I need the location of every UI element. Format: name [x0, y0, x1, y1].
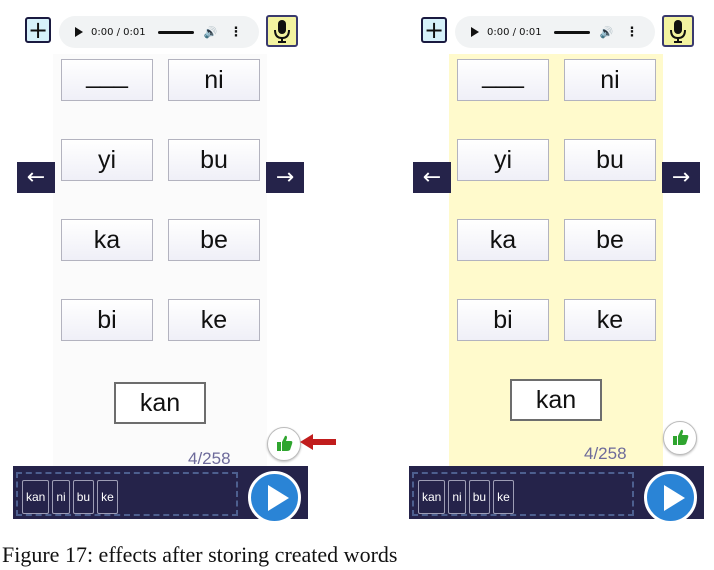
stored-syllable-chip[interactable]: ni — [52, 480, 70, 514]
stored-words-bar: kan ni bu ke — [409, 466, 704, 524]
add-button[interactable]: + — [421, 17, 447, 43]
prev-button[interactable]: ← — [17, 162, 55, 193]
stored-syllable-list: kan ni bu ke — [22, 480, 118, 514]
store-word-button[interactable] — [267, 427, 301, 461]
syllable-tile[interactable]: ni — [168, 59, 260, 101]
syllable-tile[interactable]: be — [168, 219, 260, 261]
volume-icon[interactable]: 🔊 — [599, 25, 614, 39]
volume-icon[interactable]: 🔊 — [203, 25, 218, 39]
more-options-icon[interactable]: ⋮ — [229, 24, 243, 40]
stored-syllable-chip[interactable]: bu — [72, 480, 95, 514]
stored-words-dropzone — [412, 472, 634, 516]
syllable-tile[interactable]: ka — [457, 219, 549, 261]
audio-progress-bar[interactable] — [553, 30, 590, 34]
syllable-tile[interactable]: ke — [168, 299, 260, 341]
plus-icon: + — [423, 16, 445, 44]
stored-syllable-chip[interactable]: ke — [493, 480, 514, 514]
play-icon[interactable] — [75, 27, 83, 37]
microphone-button[interactable] — [266, 15, 298, 47]
stored-syllable-chip[interactable]: ke — [97, 480, 118, 514]
created-word-tile[interactable]: kan — [114, 382, 206, 424]
screen-before: + 0:00 / 0:01 🔊 ⋮ ___ ni yi bu ka be bi … — [13, 2, 308, 524]
store-word-button[interactable] — [663, 421, 697, 455]
syllable-panel: ___ ni yi bu ka be bi ke kan — [53, 54, 267, 466]
arrow-left-icon: ← — [422, 164, 442, 190]
audio-player[interactable]: 0:00 / 0:01 🔊 ⋮ — [59, 16, 259, 48]
stored-syllable-chip[interactable]: kan — [22, 480, 50, 514]
syllable-tile[interactable]: ke — [564, 299, 656, 341]
audio-time: 0:00 / 0:01 — [91, 26, 146, 38]
syllable-tile[interactable]: be — [564, 219, 656, 261]
stored-words-dropzone — [16, 472, 238, 516]
syllable-panel-highlighted: ___ ni yi bu ka be bi ke kan — [449, 54, 663, 466]
audio-player[interactable]: 0:00 / 0:01 🔊 ⋮ — [455, 16, 655, 48]
arrow-left-icon: ← — [26, 164, 46, 190]
arrow-right-icon: → — [275, 164, 295, 190]
audio-progress-bar[interactable] — [157, 30, 194, 34]
next-button[interactable]: → — [662, 162, 700, 193]
audio-time: 0:00 / 0:01 — [487, 26, 542, 38]
syllable-tile[interactable]: yi — [457, 139, 549, 181]
syllable-tile[interactable]: bi — [61, 299, 153, 341]
stored-words-bar: kan ni bu ke — [13, 466, 308, 524]
stored-syllable-chip[interactable]: ni — [448, 480, 466, 514]
syllable-tile-blank[interactable]: ___ — [457, 59, 549, 101]
microphone-button[interactable] — [662, 15, 694, 47]
created-word-tile[interactable]: kan — [510, 379, 602, 421]
stored-syllable-chip[interactable]: bu — [468, 480, 491, 514]
prev-button[interactable]: ← — [413, 162, 451, 193]
syllable-tile[interactable]: bi — [457, 299, 549, 341]
word-counter: 4/258 — [188, 449, 231, 468]
word-counter: 4/258 — [584, 444, 627, 463]
red-pointer-arrow-icon — [300, 434, 336, 450]
add-button[interactable]: + — [25, 17, 51, 43]
figure-caption: Figure 17: effects after storing created… — [2, 542, 398, 567]
microphone-icon — [670, 20, 686, 43]
syllable-tile[interactable]: bu — [168, 139, 260, 181]
next-button[interactable]: → — [266, 162, 304, 193]
play-icon[interactable] — [471, 27, 479, 37]
syllable-tile[interactable]: bu — [564, 139, 656, 181]
more-options-icon[interactable]: ⋮ — [625, 24, 639, 40]
stored-syllable-chip[interactable]: kan — [418, 480, 446, 514]
screen-after: + 0:00 / 0:01 🔊 ⋮ ___ ni yi bu ka be bi … — [409, 2, 704, 524]
play-word-button[interactable] — [248, 471, 301, 524]
syllable-tile[interactable]: ka — [61, 219, 153, 261]
syllable-tile[interactable]: ni — [564, 59, 656, 101]
syllable-tile-blank[interactable]: ___ — [61, 59, 153, 101]
thumbs-up-icon — [673, 429, 689, 445]
plus-icon: + — [27, 16, 49, 44]
play-word-button[interactable] — [644, 471, 697, 524]
stored-syllable-list: kan ni bu ke — [418, 480, 514, 514]
arrow-right-icon: → — [671, 164, 691, 190]
thumbs-up-icon — [277, 435, 293, 451]
microphone-icon — [274, 20, 290, 43]
syllable-tile[interactable]: yi — [61, 139, 153, 181]
